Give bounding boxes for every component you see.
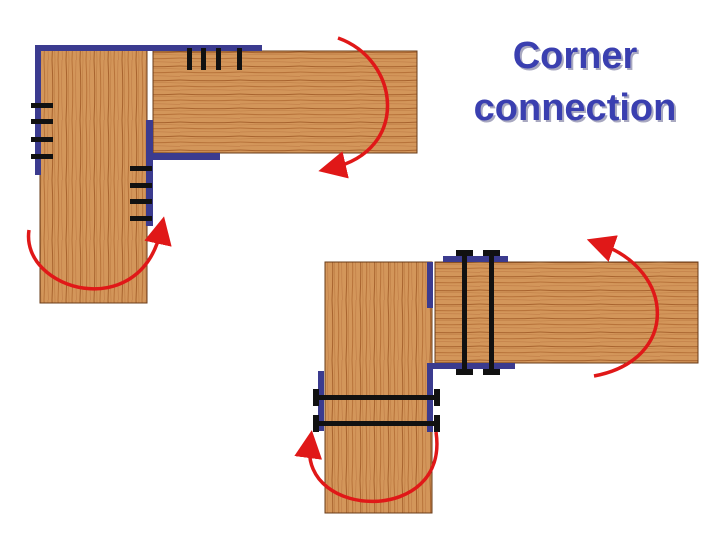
slide-title-line-2: connection: [473, 87, 677, 129]
steel-side-plate-left: [318, 371, 324, 431]
slide-title-line-1: Corner: [512, 35, 638, 77]
bolts-horizontal: [313, 389, 440, 432]
nails-inner-plate: [130, 166, 152, 221]
vertical-timber-post: [324, 261, 433, 514]
bolts-vertical: [456, 250, 500, 375]
corner-joint-bolted: [294, 235, 699, 514]
steel-top-plate: [443, 256, 508, 262]
nails-left-plate: [31, 103, 53, 159]
rotation-arrow-beam: [586, 235, 659, 378]
rotation-arrow-post: [294, 430, 439, 504]
rotation-arrow-post: [26, 216, 172, 291]
steel-side-plate-upper: [427, 262, 433, 308]
nails-top-plate: [187, 48, 242, 70]
horizontal-timber-beam: [152, 50, 418, 154]
rotation-arrow-beam: [318, 36, 390, 179]
corner-joint-nailed: [26, 36, 418, 304]
horizontal-timber-beam: [434, 261, 699, 364]
vertical-timber-post: [39, 49, 148, 304]
